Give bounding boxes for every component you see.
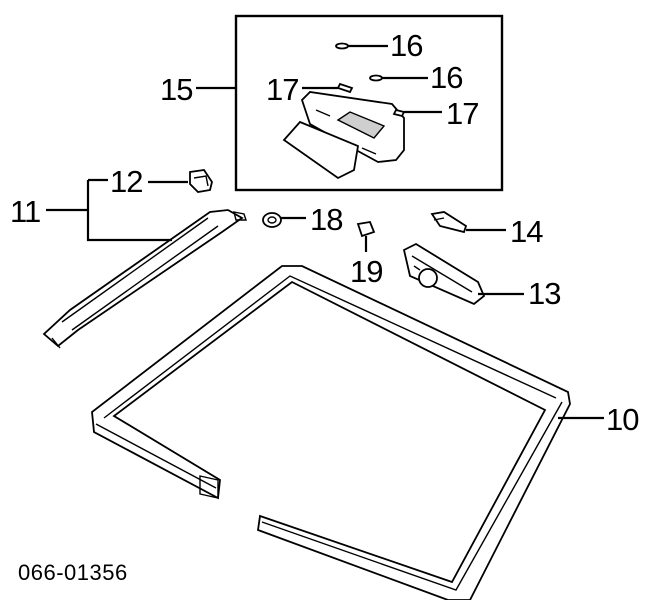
leader-lines [46, 44, 604, 420]
callout-18: 18 [310, 202, 342, 237]
callout-13: 13 [528, 276, 560, 311]
part-17-screw-b [392, 108, 406, 118]
diagram-code: 066-01356 [18, 560, 128, 585]
part-12-clip [189, 169, 213, 193]
callout-17-right: 17 [446, 96, 478, 131]
callout-10: 10 [606, 402, 639, 437]
part-17-screw-a [336, 82, 354, 94]
part-11-garnish [42, 209, 247, 349]
part-16-screw-a [335, 42, 349, 50]
part-13-mirror [402, 242, 486, 306]
part-10-weatherstrip [91, 265, 571, 600]
part-18-clip [262, 212, 282, 228]
callout-19: 19 [350, 254, 382, 289]
callout-16-lower: 16 [430, 60, 462, 95]
part-14-holder [430, 211, 468, 234]
inset-box [234, 14, 504, 192]
part-16-screw-b [369, 74, 383, 82]
callout-11: 11 [10, 194, 40, 229]
callout-15: 15 [160, 72, 192, 107]
callout-12: 12 [110, 164, 142, 199]
callout-14: 14 [510, 214, 543, 249]
callout-16-upper: 16 [390, 28, 422, 63]
part-15-sun-visor [282, 91, 405, 180]
callout-17-left: 17 [266, 72, 298, 107]
part-19-fastener [356, 220, 376, 238]
